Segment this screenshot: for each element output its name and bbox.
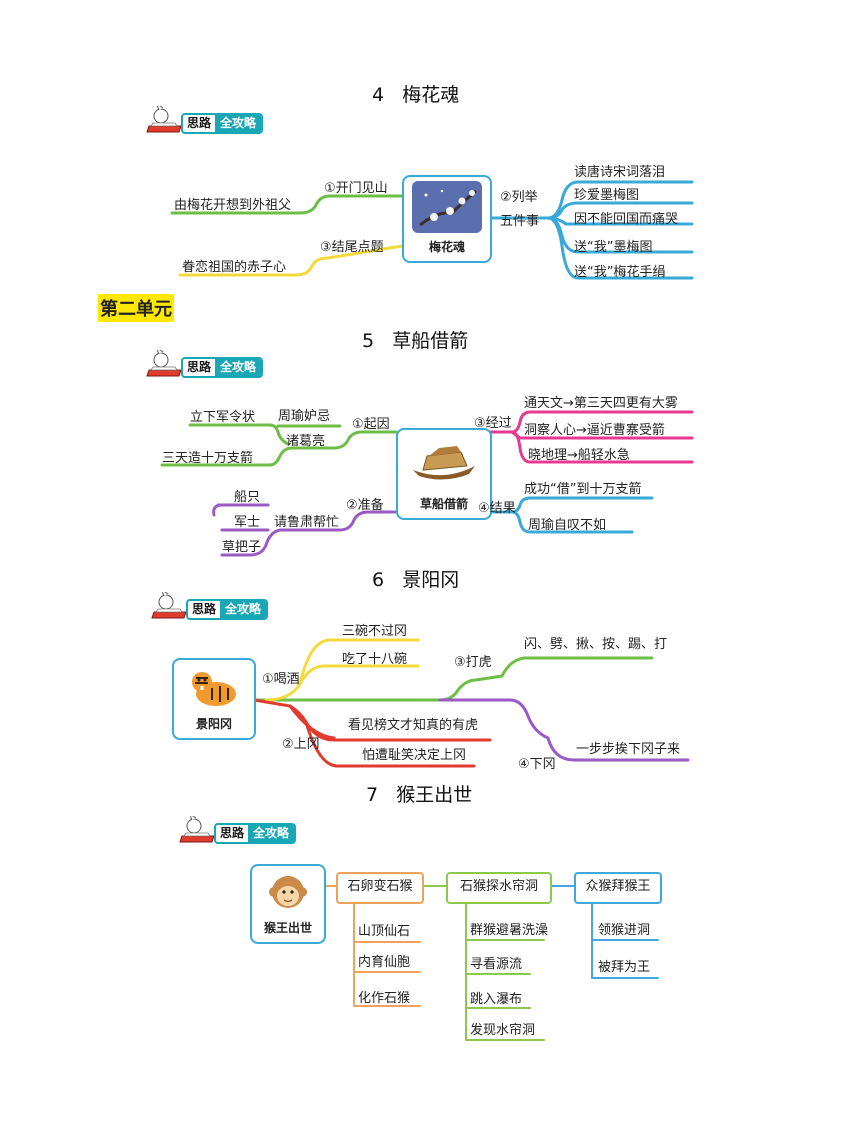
leaf-notice: 看见榜文才知真的有虎 — [348, 718, 479, 733]
tiger-icon — [192, 672, 236, 706]
leaf-item: 送“我”梅花手绢 — [574, 265, 666, 280]
list-item: 被拜为王 — [598, 960, 651, 975]
leaf-item: 因不能回国而痛哭 — [574, 212, 679, 227]
list-item: 发现水帘洞 — [470, 1023, 536, 1038]
sub-zhuge-liang: 诸葛亮 — [286, 434, 326, 449]
houwang-center-node: 猴王出世 — [250, 864, 326, 944]
list-item: 领猴进洞 — [598, 923, 651, 938]
branch-opening: ①开门见山 — [324, 181, 388, 196]
leaf-straw: 草把子 — [222, 540, 262, 555]
leaf-patriot-heart: 眷恋祖国的赤子心 — [182, 260, 287, 275]
leaf-moves: 闪、劈、揪、按、踢、打 — [524, 637, 668, 652]
branch-cause: ①起因 — [352, 417, 390, 432]
leaf-three-bowls: 三碗不过冈 — [342, 624, 408, 639]
branch-process: ③经过 — [474, 416, 512, 431]
leaf-item: 洞察人心→逼近曹寨受箭 — [524, 423, 665, 438]
center-caption: 草船借箭 — [419, 497, 468, 511]
badge-part2: 全攻略 — [248, 825, 295, 842]
plum-blossom-icon — [412, 181, 482, 233]
lesson-5-title: 5 草船借箭 — [362, 330, 469, 352]
list-item: 群猴避暑洗澡 — [470, 923, 549, 938]
lesson-6-title: 6 景阳冈 — [372, 569, 460, 591]
strategy-badge: 思路全攻略 — [145, 350, 295, 378]
list-item: 跳入瀑布 — [470, 992, 523, 1007]
branch-list-2: 五件事 — [500, 214, 540, 229]
branch-up: ②上冈 — [282, 737, 320, 752]
sub-zhouyu-jealous: 周瑜妒忌 — [278, 409, 331, 424]
badge-part1: 思路 — [220, 826, 245, 840]
center-caption: 猴王出世 — [263, 921, 312, 935]
center-caption: 景阳冈 — [195, 717, 232, 731]
strategy-badge: 思路全攻略 — [178, 816, 328, 844]
lesson-4-title: 4 梅花魂 — [372, 84, 460, 106]
badge-part1: 思路 — [187, 360, 212, 374]
jingyanggang-center-node: 景阳冈 — [172, 658, 256, 740]
unit-label: 第二单元 — [98, 294, 174, 322]
branch-ending: ③结尾点题 — [320, 240, 384, 255]
monkey-icon — [269, 876, 307, 908]
lesson-7-title: 7 猴王出世 — [366, 784, 473, 806]
badge-part2: 全攻略 — [215, 115, 262, 132]
leaf-soldiers: 军士 — [234, 515, 261, 530]
rabbit-reading-icon — [146, 350, 182, 377]
leaf-item: 晓地理→船轻水急 — [528, 448, 630, 463]
leaf-item: 读唐诗宋词落泪 — [574, 165, 666, 180]
list-item: 寻看源流 — [470, 957, 523, 972]
stage-crowned-king: 众猴拜猴王 — [574, 872, 662, 904]
leaf-item: 周瑜自叹不如 — [528, 518, 607, 533]
leaf-item: 成功“借”到十万支箭 — [524, 482, 642, 497]
leaf-arrows: 三天造十万支箭 — [162, 451, 254, 466]
leaf-boats: 船只 — [234, 490, 261, 505]
leaf-eighteen-bowls: 吃了十八碗 — [342, 652, 408, 667]
branch-result: ④结果 — [478, 501, 516, 516]
badge-part1: 思路 — [192, 602, 217, 616]
list-item: 山顶仙石 — [358, 924, 411, 939]
badge-part2: 全攻略 — [220, 601, 267, 618]
leaf-item: 送“我”墨梅图 — [574, 240, 653, 255]
branch-prepare: ②准备 — [346, 498, 384, 513]
list-item: 内育仙胞 — [358, 955, 411, 970]
leaf-step-down: 一步步挨下冈子来 — [576, 742, 681, 757]
center-caption: 梅花魂 — [428, 240, 465, 254]
rabbit-reading-icon — [146, 106, 182, 133]
rabbit-reading-icon — [151, 592, 187, 619]
sub-lusu-help: 请鲁肃帮忙 — [274, 515, 340, 530]
branch-drink: ①喝酒 — [262, 672, 300, 687]
strategy-badge: 思路全攻略 — [145, 106, 295, 134]
leaf-item: 通天文→第三天四更有大雾 — [524, 396, 678, 411]
badge-part2: 全攻略 — [215, 359, 262, 376]
caochuan-center-node: 草船借箭 — [396, 428, 492, 520]
straw-boat-icon — [413, 446, 475, 480]
stage-egg-to-monkey: 石卵变石猴 — [336, 872, 424, 904]
branch-fight: ③打虎 — [454, 655, 492, 670]
leaf-military-order: 立下军令状 — [190, 410, 256, 425]
leaf-decide: 怕遭耻笑决定上冈 — [362, 748, 467, 763]
leaf-grandpa: 由梅花开想到外祖父 — [174, 198, 292, 213]
branch-list-1: ②列举 — [500, 190, 538, 205]
strategy-badge: 思路全攻略 — [150, 592, 300, 620]
list-item: 化作石猴 — [358, 991, 411, 1006]
meihua-center-node: 梅花魂 — [402, 175, 492, 263]
stage-explore-cave: 石猴探水帘洞 — [446, 872, 552, 904]
badge-part1: 思路 — [187, 116, 212, 130]
branch-down: ④下冈 — [518, 757, 556, 772]
leaf-item: 珍爱墨梅图 — [574, 188, 640, 203]
